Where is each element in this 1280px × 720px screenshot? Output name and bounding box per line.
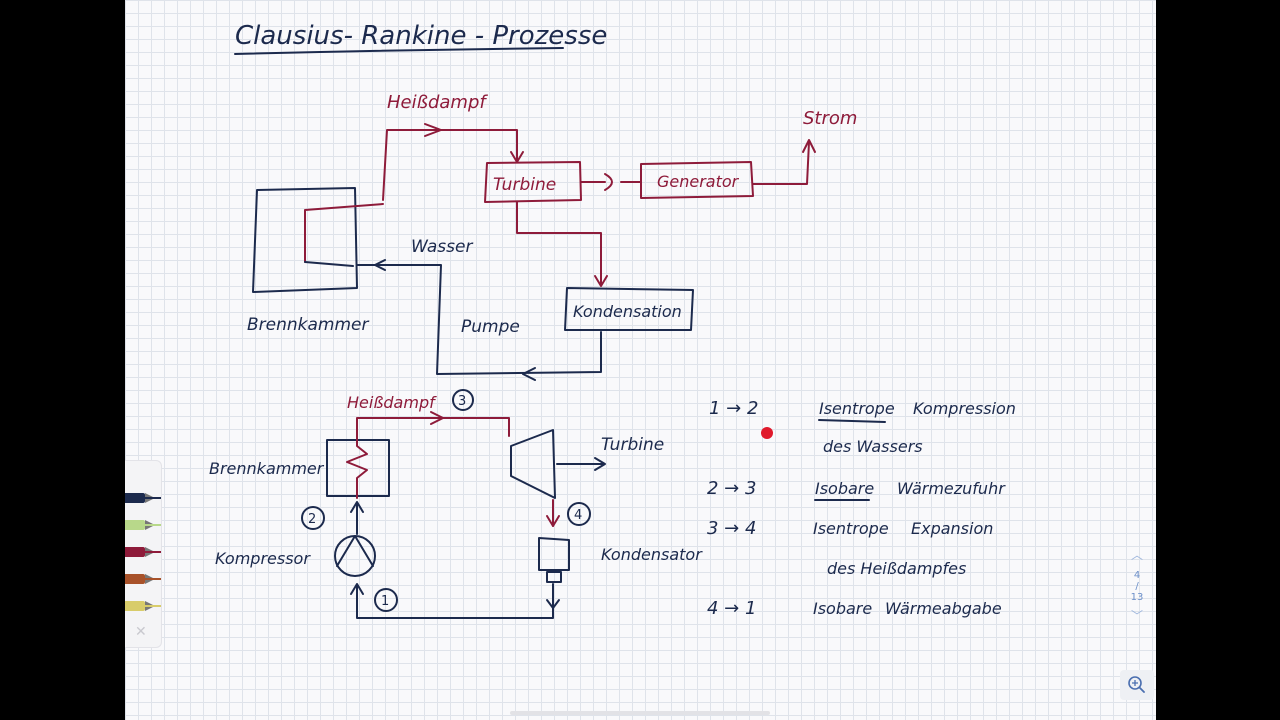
strom-line — [752, 141, 810, 185]
zoom-icon — [1128, 676, 1145, 693]
page-separator: / — [1135, 581, 1139, 592]
step-1: 1 → 2 Isentrope Kompression des Wassers — [709, 398, 1016, 456]
bottom-steam-arrow — [430, 411, 444, 425]
water-arrow-in — [374, 259, 386, 271]
step-2: 2 → 3 Isobare Wärmezufuhr — [707, 478, 1006, 501]
bottom-kondensator-label: Kondensator — [601, 545, 703, 564]
page-title: Clausius- Rankine - Prozesse — [235, 21, 607, 51]
top-generator-box — [640, 161, 754, 199]
bottom-brennkammer-box — [326, 439, 390, 497]
step-4: 4 → 1 Isobare Wärmeabgabe — [707, 598, 1002, 619]
compressor-arrow — [350, 501, 364, 513]
bottom-hot-line — [346, 417, 510, 499]
chevron-up-icon[interactable]: ︿ — [1130, 548, 1143, 562]
horizontal-scrollbar[interactable] — [510, 711, 770, 715]
pen-palette: ✕ — [125, 460, 162, 648]
svg-text:Expansion: Expansion — [911, 519, 993, 538]
blue-pen-icon[interactable] — [125, 491, 161, 505]
svg-text:des Heißdampfes: des Heißdampfes — [827, 559, 966, 578]
step-3-term: Isentrope — [813, 519, 889, 538]
step-4-term: Isobare — [813, 599, 872, 618]
bottom-kondensator-symbol — [538, 537, 570, 571]
svg-text:Kompression: Kompression — [913, 399, 1016, 418]
svg-text:3 → 4: 3 → 4 — [707, 518, 756, 539]
step-3: 3 → 4 Isentrope Expansion des Heißdampfe… — [707, 518, 993, 578]
top-brennkammer-label: Brennkammer — [247, 315, 370, 335]
bottom-heissdampf-label: Heißdampf — [347, 393, 437, 412]
step-1-term: Isentrope — [819, 399, 895, 418]
top-generator-label: Generator — [657, 172, 740, 191]
zoom-button[interactable] — [1120, 670, 1154, 700]
shaft-coupling — [604, 173, 613, 191]
heating-coil — [304, 203, 384, 263]
strom-arrow — [802, 139, 816, 153]
top-kondensation-box — [564, 287, 694, 331]
notebook-page: Clausius- Rankine - Prozesse Heißdampf B… — [125, 0, 1156, 720]
return-arrow — [350, 583, 364, 595]
exhaust-line — [516, 201, 602, 285]
svg-text:Wärmezufuhr: Wärmezufuhr — [897, 479, 1006, 498]
state-1-label: 1 — [381, 594, 389, 609]
yellow-pen-icon[interactable] — [125, 599, 161, 613]
bottom-turbine-symbol — [510, 429, 556, 499]
top-kondensation-label: Kondensation — [573, 302, 682, 321]
top-turbine-box — [484, 161, 582, 203]
svg-text:4 → 1: 4 → 1 — [707, 598, 756, 619]
bottom-brennkammer-label: Brennkammer — [209, 459, 325, 478]
water-return-line — [356, 264, 602, 375]
state-4-label: 4 — [574, 508, 582, 523]
pointer-dot — [761, 427, 773, 439]
bottom-kompressor-label: Kompressor — [215, 549, 311, 568]
top-brennkammer-box — [252, 187, 358, 293]
top-heissdampf-label: Heißdampf — [387, 92, 488, 113]
bottom-kompressor-symbol — [334, 535, 376, 577]
top-turbine-label: Turbine — [493, 175, 556, 195]
svg-text:2 → 3: 2 → 3 — [707, 478, 756, 499]
water-arrow — [522, 367, 536, 381]
state-2-label: 2 — [308, 512, 316, 527]
page-navigator: ︿ 4 / 13 ﹀ — [1124, 548, 1150, 648]
expansion-arrow — [546, 515, 560, 527]
title-underline — [234, 47, 564, 55]
brown-pen-icon[interactable] — [125, 572, 161, 586]
steam-arrow — [424, 123, 442, 137]
bottom-turbine-label: Turbine — [601, 435, 664, 455]
red-pen-icon[interactable] — [125, 545, 161, 559]
chevron-down-icon[interactable]: ﹀ — [1130, 609, 1143, 623]
top-wasser-label: Wasser — [411, 237, 473, 257]
bottom-return-line — [356, 583, 554, 619]
close-icon[interactable]: ✕ — [135, 624, 147, 640]
svg-text:1 → 2: 1 → 2 — [709, 398, 758, 419]
steam-line — [382, 129, 518, 201]
current-page: 4 — [1133, 570, 1141, 581]
exhaust-arrow — [594, 275, 608, 287]
svg-text:des Wassers: des Wassers — [823, 437, 923, 456]
handwritten-notes: Clausius- Rankine - Prozesse Heißdampf B… — [209, 21, 1016, 619]
state-3-label: 3 — [458, 394, 466, 409]
svg-text:Wärmeabgabe: Wärmeabgabe — [885, 599, 1002, 618]
turbine-output-arrow — [594, 457, 606, 471]
top-strom-label: Strom — [803, 108, 857, 129]
top-pumpe-label: Pumpe — [461, 317, 520, 337]
step-2-term: Isobare — [815, 479, 874, 498]
total-pages: 13 — [1130, 592, 1144, 603]
green-pen-icon[interactable] — [125, 518, 161, 532]
